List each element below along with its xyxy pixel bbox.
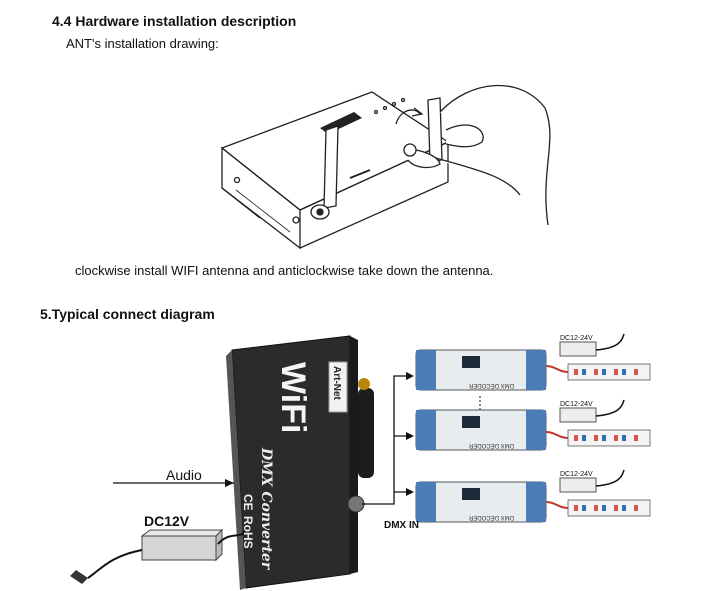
audio-label: Audio [166,467,202,483]
artnet-text: Art-Net [331,366,342,401]
dmx-converter-text: DMX Converter [258,447,274,571]
decoder-1-power-label: DC12-24V [560,335,593,342]
decoder-3-label: DMX DECODER [468,514,514,520]
decoder-1 [415,349,547,391]
antenna-icon [358,378,374,478]
installation-drawing-subtitle: ANT's installation drawing: [66,36,219,51]
decoder-3-power-label: DC12-24V [560,471,593,478]
decoder-1-label: DMX DECODER [468,382,514,388]
power-adapter [70,528,245,584]
wifi-logo-text: WiFi [274,362,312,433]
antenna-installation-drawing [220,84,551,250]
dc12v-label: DC12V [144,513,190,529]
decoder-2 [415,409,547,451]
ce-mark: CE [241,494,255,511]
led-strip-1 [545,333,651,381]
decoder-2-power-label: DC12-24V [560,401,593,408]
led-strip-3 [545,469,651,517]
installation-caption: clockwise install WIFI antenna and antic… [75,263,494,278]
section-4-4-heading: 4.4 Hardware installation description [52,13,297,29]
dmx-converter-device [226,335,358,590]
dmx-in-label: DMX IN [384,520,419,531]
decoder-3 [415,481,547,523]
decoder-2-label: DMX DECODER [468,442,514,448]
section-5-heading: 5.Typical connect diagram [40,306,215,322]
led-strip-2 [545,399,651,447]
rohs-mark: RoHS [241,516,255,549]
